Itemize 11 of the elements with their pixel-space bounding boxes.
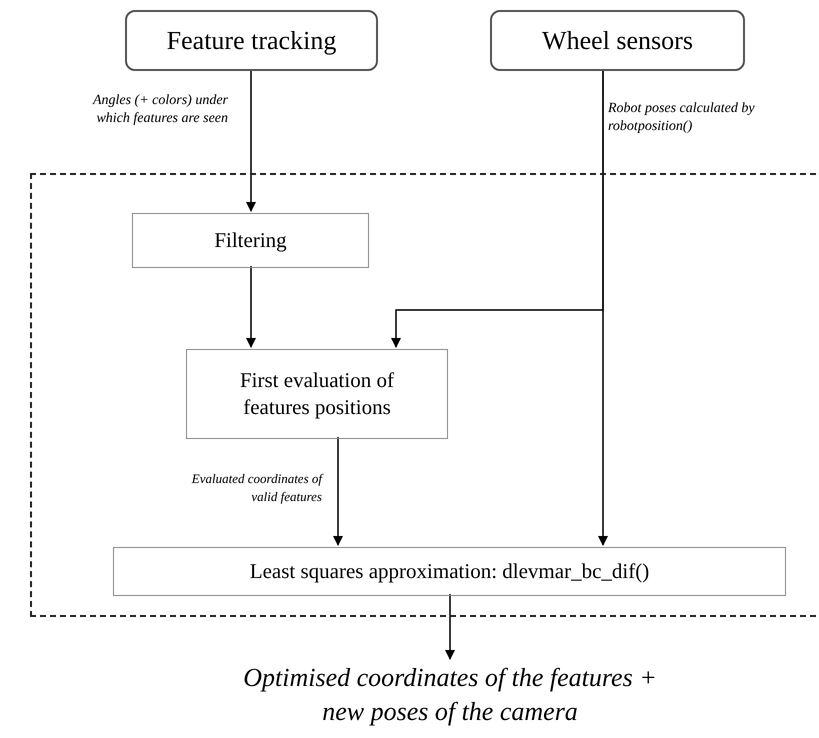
arrow: [445, 594, 455, 660]
arrow: [391, 71, 604, 348]
process-box: Least squares approximation: dlevmar_bc_dif(): [113, 547, 786, 596]
arrow: [246, 71, 256, 212]
source-box: Feature tracking: [125, 10, 378, 71]
process-box: First evaluation of features positions: [186, 349, 448, 439]
arrow: [333, 437, 343, 546]
process-box: Filtering: [132, 213, 369, 268]
arrow: [246, 266, 256, 348]
source-box: Wheel sensors: [490, 10, 745, 71]
output-text: Optimised coordinates of the features + new poses of the camera: [242, 662, 658, 728]
